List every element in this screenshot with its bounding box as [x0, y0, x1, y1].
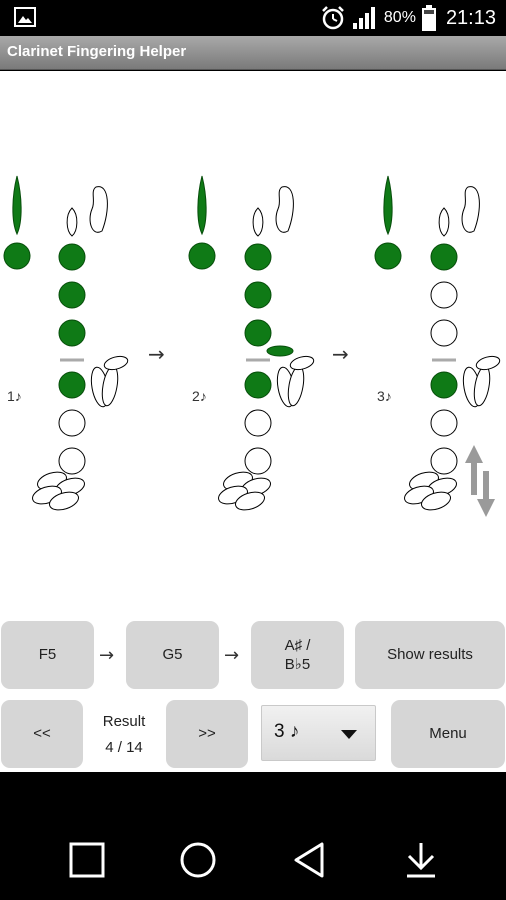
thumb-hole — [374, 242, 402, 270]
status-bar: 80% 21:13 — [0, 0, 506, 36]
hole-3 — [430, 319, 458, 347]
up-down-arrows-icon — [465, 445, 495, 517]
next-result-button[interactable]: >> — [166, 700, 248, 768]
previous-label: << — [33, 725, 51, 743]
fingering-select[interactable]: 3 ♪ — [261, 705, 376, 761]
note-f5-button[interactable]: F5 — [1, 621, 94, 689]
note-b-flat-label: B♭5 — [284, 656, 311, 673]
clock: 21:13 — [445, 6, 496, 29]
hole-2 — [430, 281, 458, 309]
key-a — [438, 207, 450, 237]
register-key — [197, 175, 207, 236]
show-results-button[interactable]: Show results — [355, 621, 505, 689]
little-key-4 — [421, 491, 451, 511]
fingering-label-1: 1♪ — [7, 388, 22, 404]
result-count: 4 / 14 — [105, 739, 143, 756]
hole-2 — [244, 281, 272, 309]
key-g-sharp — [461, 186, 480, 233]
hole-1 — [58, 243, 86, 271]
side-trill-key — [266, 345, 294, 357]
note-a-sharp-button[interactable]: A♯ / B♭5 — [251, 621, 344, 689]
battery-percent: 80% — [383, 9, 416, 26]
next-label: >> — [198, 725, 216, 743]
result-label: Result — [102, 713, 146, 730]
image-icon — [14, 7, 36, 27]
hole-5 — [244, 409, 272, 437]
menu-button[interactable]: Menu — [391, 700, 505, 768]
hole-2 — [58, 281, 86, 309]
thumb-hole — [3, 242, 31, 270]
circle-icon[interactable] — [178, 840, 218, 880]
register-key — [12, 175, 22, 236]
hole-1 — [430, 243, 458, 271]
arrow-right-icon: → — [148, 342, 165, 366]
hole-4 — [244, 371, 272, 399]
little-key-4 — [235, 491, 265, 511]
fingering-label-3: 3♪ — [377, 388, 392, 404]
hole-6 — [430, 447, 458, 475]
system-nav-bar — [0, 772, 506, 900]
caret-down-icon — [341, 730, 357, 739]
thumb-hole — [188, 242, 216, 270]
side-key-3 — [103, 355, 129, 371]
previous-result-button[interactable]: << — [1, 700, 83, 768]
fingering-select-value: 3 ♪ — [274, 721, 300, 742]
signal-icon — [352, 7, 375, 29]
hole-5 — [430, 409, 458, 437]
app-title: Clarinet Fingering Helper — [7, 43, 187, 60]
hole-4 — [430, 371, 458, 399]
battery-icon — [421, 5, 436, 31]
hole-1 — [244, 243, 272, 271]
arrow-right-icon: → — [332, 342, 349, 366]
side-key-3 — [289, 355, 315, 371]
show-results-label: Show results — [387, 646, 473, 664]
hole-6 — [58, 447, 86, 475]
key-a — [252, 207, 264, 237]
register-key — [383, 175, 393, 236]
title-bar: Clarinet Fingering Helper — [0, 36, 506, 70]
hole-4 — [58, 371, 86, 399]
note-a-sharp-label: A♯ / — [284, 636, 311, 654]
fingering-3 — [374, 175, 501, 517]
square-icon[interactable] — [67, 840, 107, 880]
note-g5-label: G5 — [162, 646, 183, 664]
fingering-diagram: 1♪ → 2♪ → — [3, 175, 501, 517]
arrow-right-icon: → — [99, 645, 115, 666]
note-g5-button[interactable]: G5 — [126, 621, 219, 689]
key-a — [66, 207, 78, 237]
hole-3 — [244, 319, 272, 347]
side-key-3 — [475, 355, 501, 371]
key-g-sharp — [275, 186, 294, 233]
hole-3 — [58, 319, 86, 347]
hole-5 — [58, 409, 86, 437]
download-icon[interactable] — [401, 840, 441, 880]
fingering-2 — [188, 175, 315, 511]
hole-6 — [244, 447, 272, 475]
key-g-sharp — [89, 186, 108, 233]
back-triangle-icon[interactable] — [290, 840, 330, 880]
little-key-4 — [49, 491, 79, 511]
menu-label: Menu — [429, 725, 467, 743]
note-f5-label: F5 — [38, 646, 57, 664]
arrow-right-icon: → — [224, 645, 240, 666]
alarm-icon — [322, 6, 344, 30]
fingering-1 — [3, 175, 129, 511]
fingering-label-2: 2♪ — [192, 388, 207, 404]
